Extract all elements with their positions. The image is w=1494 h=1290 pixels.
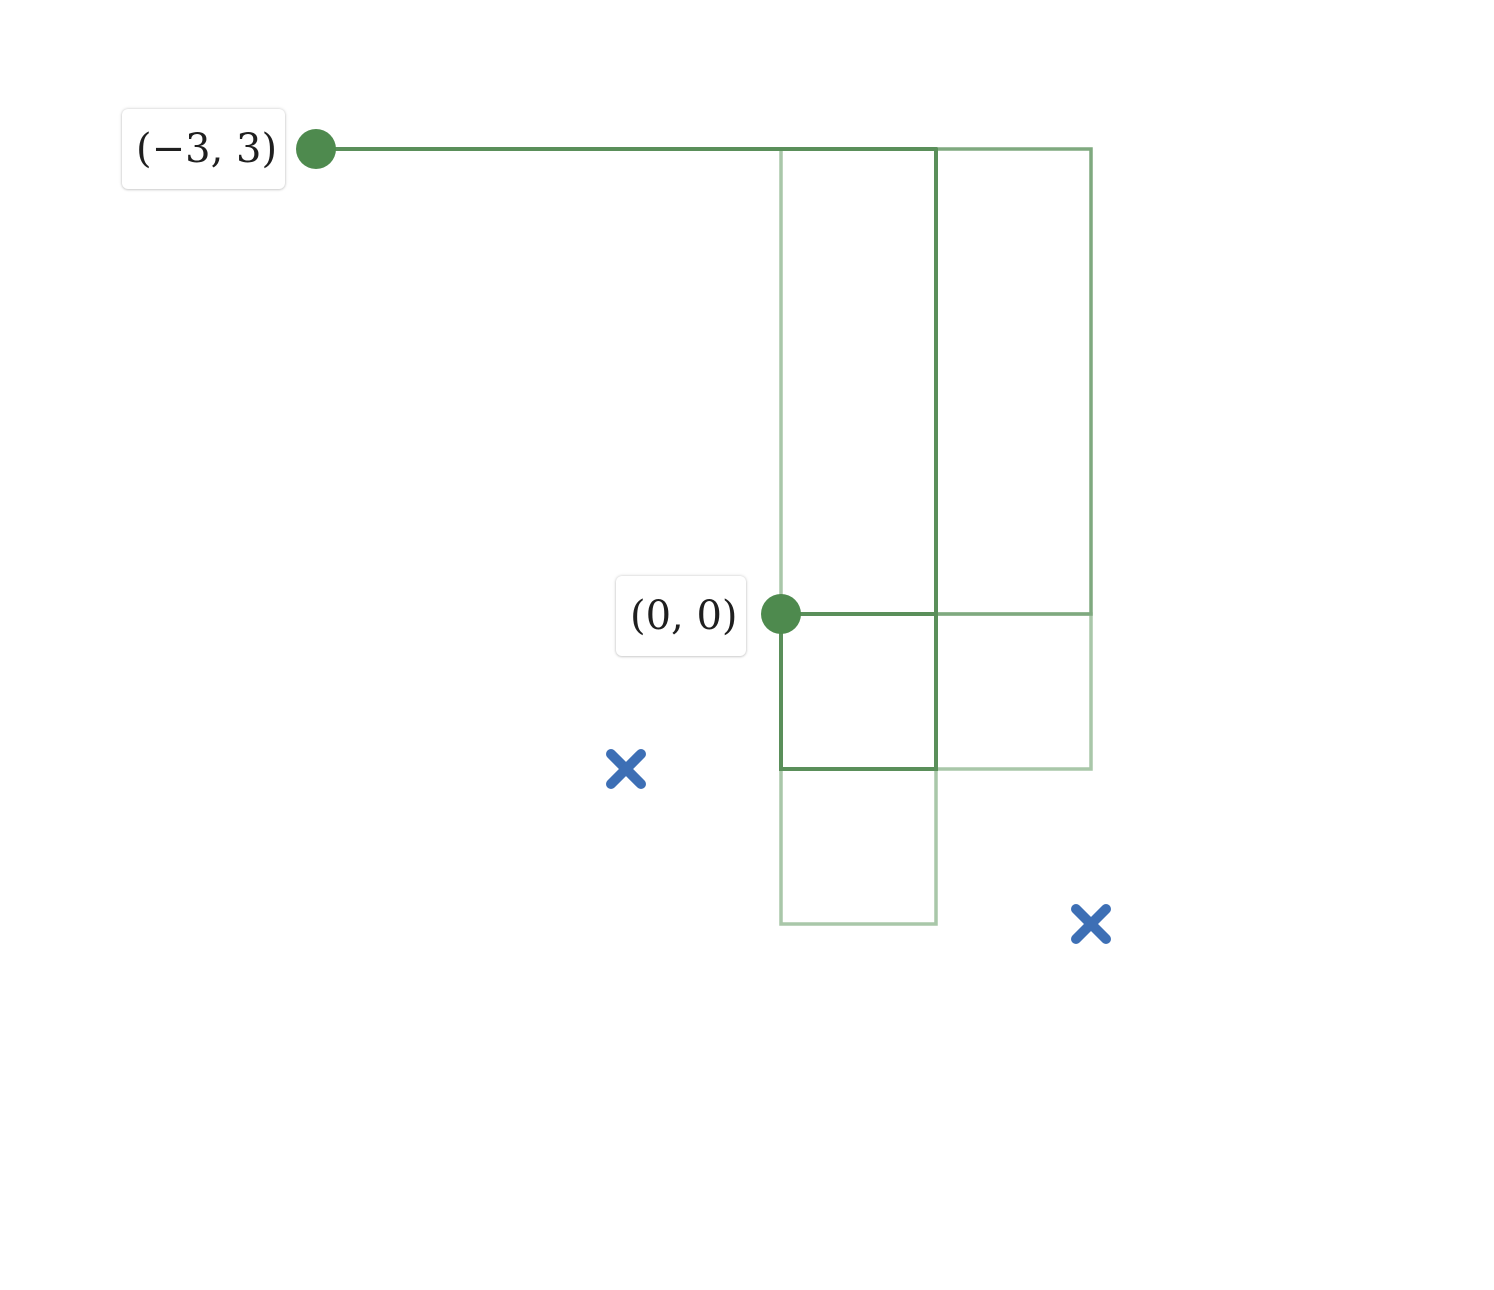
rect-c bbox=[934, 147, 1093, 616]
point-a[interactable] bbox=[296, 129, 336, 169]
segments-layer bbox=[314, 147, 938, 771]
x-mark-icon bbox=[1071, 904, 1111, 944]
rect-d bbox=[779, 612, 938, 771]
x-mark-icon bbox=[606, 749, 646, 789]
point-label-b: (0, 0) bbox=[616, 576, 746, 656]
rect-a bbox=[779, 147, 938, 926]
points-layer bbox=[296, 129, 801, 634]
point-label-a: (−3, 3) bbox=[122, 109, 285, 189]
point-b[interactable] bbox=[761, 594, 801, 634]
targets-layer bbox=[606, 749, 1111, 944]
